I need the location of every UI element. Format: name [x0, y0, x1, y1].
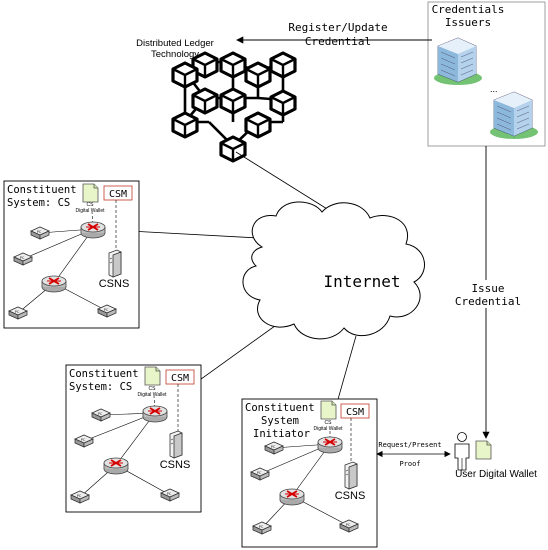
cs1-server-icon [108, 249, 122, 278]
cs1-title-line2: System: CS [7, 197, 70, 209]
cs2-server-icon [169, 430, 183, 459]
issuers-title-line2: Issuers [445, 16, 491, 29]
user-wallet-label: User Digital Wallet [455, 469, 537, 480]
cs3-title-line2: System [261, 415, 299, 427]
cs1-wallet-label-line2: Digital Wallet [76, 208, 106, 214]
cs3-csm-box [340, 403, 370, 419]
cs2-csm-label: CSM [171, 373, 189, 384]
issue-label-line2: Credential [455, 295, 521, 308]
cs3-server-icon [344, 461, 358, 490]
cs2-title-line2: System: CS [69, 381, 132, 393]
constituent-system-1: Constituent System: CS CS Digital Wallet… [3, 180, 140, 329]
dlt-label-line1: Distributed Ledger [136, 38, 214, 49]
cs1-csm-box [103, 185, 133, 201]
cs2-csm-box [165, 369, 195, 385]
cs2-wallet-label-line1: CS [149, 386, 157, 392]
cs1-router-icon-2 [41, 275, 67, 293]
cs2-wallet-label-line2: Digital Wallet [138, 392, 168, 398]
cs3-csns-label: CSNS [335, 490, 366, 502]
internet-cloud [242, 201, 425, 340]
cs1-title-line1: Constituent [7, 184, 77, 196]
issuers-ellipsis: ... [490, 84, 498, 94]
issue-label-line1: Issue [471, 282, 504, 295]
register-label-line1: Register/Update [288, 21, 387, 34]
user-wallet-icon [475, 440, 492, 460]
request-label-line1: Request/Present [378, 441, 441, 449]
register-label-line2: Credential [305, 35, 371, 48]
request-label-line2: Proof [399, 460, 420, 468]
cs3-wallet-icon [320, 400, 337, 420]
cs1-csns-label: CSNS [99, 278, 130, 290]
cs3-wallet-label-line1: CS [325, 420, 333, 426]
constituent-system-initiator: Constituent System Initiator CS Digital … [241, 398, 378, 548]
issue-label-background [452, 280, 524, 308]
dlt-network-icon [171, 51, 297, 163]
cs3-csm-label: CSM [346, 407, 364, 418]
cs3-title-line1: Constituent [245, 402, 315, 414]
cs2-title-line1: Constituent [69, 368, 139, 380]
cs2-router-icon [142, 405, 168, 423]
cs1-wallet-icon [82, 183, 99, 203]
cs3-router-icon [317, 436, 343, 454]
constituent-system-2: Constituent System: CS CS Digital Wallet… [65, 364, 202, 513]
issuers-title-line1: Credentials [432, 3, 505, 16]
cs2-router-icon-2 [103, 457, 129, 475]
cs1-router-icon [80, 221, 106, 239]
cs1-csm-label: CSM [109, 189, 127, 200]
internet-label: Internet [323, 272, 400, 291]
dlt-label-line2: Technology [151, 49, 199, 60]
cs3-router-icon-2 [279, 488, 305, 506]
user-icon [454, 432, 470, 471]
cs2-csns-label: CSNS [160, 459, 191, 471]
cs3-title-line3: Initiator [253, 428, 310, 440]
cs1-wallet-label-line1: CS [87, 202, 95, 208]
cs3-wallet-label-line2: Digital Wallet [314, 426, 344, 432]
cs2-wallet-icon [144, 366, 161, 386]
